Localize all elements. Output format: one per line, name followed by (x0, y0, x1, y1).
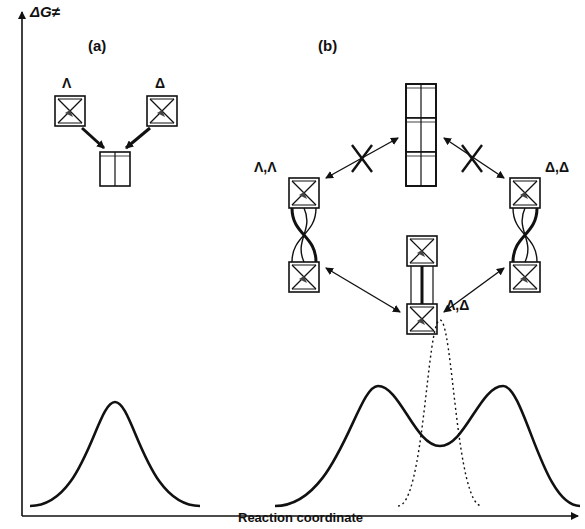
y-axis (21, 12, 23, 516)
isomer-label: Λ (62, 76, 71, 91)
energy-curve (275, 386, 580, 506)
isomer-label: Λ,Δ (446, 298, 469, 313)
dotted-energy-curve (398, 320, 482, 506)
panel-label: (b) (318, 38, 337, 55)
isomer-label: Δ,Δ (545, 160, 569, 175)
axis-label: Reaction coordinate (238, 511, 363, 525)
isomer-label: Λ,Λ (254, 160, 277, 175)
axis-label: ΔG≠ (30, 4, 60, 21)
panel-label: (a) (88, 38, 106, 55)
energy-curve (30, 402, 200, 506)
isomer-label: Δ (155, 76, 165, 91)
